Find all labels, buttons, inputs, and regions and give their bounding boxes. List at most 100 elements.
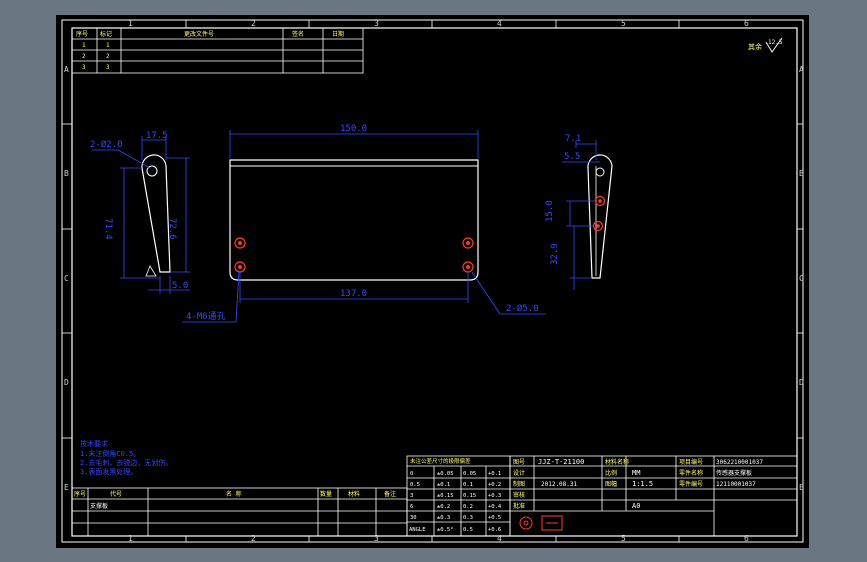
revision-row-2-seq: 2 [82, 53, 86, 60]
dim-text-top-width: 17.5 [146, 131, 168, 141]
revision-table [71, 27, 364, 74]
parts-table [71, 487, 408, 537]
hole-center-icon [466, 265, 470, 269]
value-part-code: 12110001037 [716, 481, 756, 488]
row-label-right-c: C [799, 274, 804, 283]
label-part-name: 零件名称 [679, 469, 703, 477]
notes-title: 技术要求 [80, 439, 108, 448]
tol-r4-c4: +0.4 [488, 504, 502, 510]
col-label-bottom-3: 3 [374, 534, 379, 543]
col-label-bottom-6: 6 [744, 534, 749, 543]
label-drawer: 制图 [513, 480, 525, 488]
value-date: 2012.08.31 [541, 481, 578, 488]
value-material: MM [632, 469, 640, 477]
revision-row-2-mark: 2 [106, 53, 110, 60]
side-view: 7.1 5.5 15.0 32.9 [545, 134, 613, 290]
dim-text-height-inner: 72.6 [167, 218, 177, 240]
front-view: 17.5 2-Ø2.0 71.4 72.6 5.0 [90, 131, 190, 294]
tol-r2-c3: 0.1 [463, 482, 473, 488]
notes-line-3: 3.表面发黑处理。 [80, 467, 137, 476]
projection-circle-icon [519, 516, 533, 530]
col-label-bottom-1: 1 [128, 534, 133, 543]
tol-r5-c4: +0.5 [488, 515, 501, 521]
dim-text-top: 7.1 [565, 134, 581, 144]
tol-r6-c3: 0.5 [463, 527, 473, 533]
main-view-dimensions [182, 130, 546, 323]
projection-symbols [519, 515, 563, 531]
revision-header-doc: 更改文件号 [184, 30, 214, 38]
tol-r3-c3: 0.15 [463, 493, 476, 499]
tol-r3-c4: +0.3 [488, 493, 501, 499]
tol-r6-c4: +0.6 [488, 527, 501, 533]
hole-center-icon [238, 265, 242, 269]
label-sheet-size: 图幅 [605, 480, 617, 488]
dim-text-hole-spacing: 137.0 [340, 289, 367, 299]
revision-header-sign: 签名 [292, 30, 304, 38]
revision-table-text: 序号 标记 更改文件号 签名 日期 1 1 2 2 3 3 [76, 30, 344, 71]
tolerance-header: 未注公差尺寸的极限偏差 [410, 457, 471, 465]
grid-ticks [62, 20, 803, 542]
value-drawing-no: JJZ-T-21100 [538, 458, 584, 466]
dim-text-threaded-holes: 4-M6通孔 [186, 311, 226, 322]
title-block [509, 455, 798, 537]
tol-r6-c1: ANGLE [409, 527, 426, 533]
outer-frame [61, 19, 804, 543]
label-project-code: 项目编号 [679, 458, 703, 466]
label-scale: 比例 [605, 469, 617, 477]
side-view-pin-hole [595, 167, 605, 177]
col-label-top-5: 5 [621, 19, 626, 28]
col-label-top-1: 1 [128, 19, 133, 28]
front-view-dim-text: 17.5 2-Ø2.0 71.4 72.6 5.0 [90, 131, 188, 291]
tol-r4-c3: 0.2 [463, 504, 473, 510]
tol-r1-c1: 0 [410, 471, 413, 477]
value-scale: 1:1.5 [632, 480, 653, 488]
col-label-bottom-2: 2 [251, 534, 256, 543]
main-view-outline [229, 159, 479, 281]
notes-line-2: 2.去毛刺，去锐边，无划伤。 [80, 458, 172, 467]
front-view-section-mark [145, 265, 157, 277]
row-label-right-d: D [799, 378, 804, 387]
tol-r3-c1: 3 [410, 493, 413, 499]
revision-header-seq: 序号 [76, 30, 88, 38]
side-view-dim-text: 7.1 5.5 15.0 32.9 [545, 134, 581, 265]
col-label-bottom-5: 5 [621, 534, 626, 543]
label-drawing-no: 图号 [513, 459, 525, 466]
grid-labels: 1 2 3 4 5 6 1 2 3 4 5 6 A B C D E A B C … [64, 19, 804, 543]
revision-header-date: 日期 [332, 30, 344, 38]
front-view-outline [141, 154, 171, 273]
parts-header-qty: 数量 [320, 490, 332, 498]
title-block-border [509, 455, 798, 537]
tol-r4-c1: 6 [410, 504, 413, 510]
row-label-left-d: D [64, 378, 69, 387]
dim-text-hole-pitch: 15.0 [545, 200, 555, 222]
revision-row-1-seq: 1 [82, 42, 86, 49]
tol-r6-c2: ±0.5° [437, 527, 454, 533]
tol-r4-c2: ±0.2 [437, 504, 450, 510]
leader-threaded-holes [235, 269, 240, 323]
label-review: 审核 [513, 491, 525, 499]
tol-r5-c2: ±0.3 [437, 515, 450, 521]
hole-center-icon [466, 241, 470, 245]
dim-text-bottom: 5.0 [172, 281, 188, 291]
tol-r1-c2: ±0.05 [437, 471, 454, 477]
revision-row-1-mark: 1 [106, 42, 110, 49]
dim-text-height-outer: 71.4 [103, 218, 113, 240]
hole-icon [234, 237, 246, 249]
parts-table-text: 序号 代号 名 称 数量 材料 备注 支撑板 [74, 490, 396, 510]
main-view-dim-text: 150.0 137.0 4-M6通孔 2-Ø5.0 [186, 124, 539, 322]
col-label-bottom-4: 4 [497, 534, 502, 543]
dim-text-hole-spec: 2-Ø2.0 [90, 139, 123, 150]
parts-header-code: 代号 [110, 490, 122, 498]
projection-trapezoid-icon [541, 515, 563, 531]
row-label-left-b: B [64, 169, 69, 178]
label-part-code: 零件编号 [679, 480, 703, 488]
row-label-right-a: A [799, 65, 804, 74]
label-approve: 批准 [513, 502, 525, 510]
parts-header-seq: 序号 [74, 490, 86, 498]
hole-icon [462, 237, 474, 249]
projection-circle-inner-icon [523, 520, 529, 526]
hole-center-icon [596, 224, 600, 228]
tol-r2-c2: ±0.1 [437, 482, 450, 488]
row-label-right-b: B [799, 169, 804, 178]
